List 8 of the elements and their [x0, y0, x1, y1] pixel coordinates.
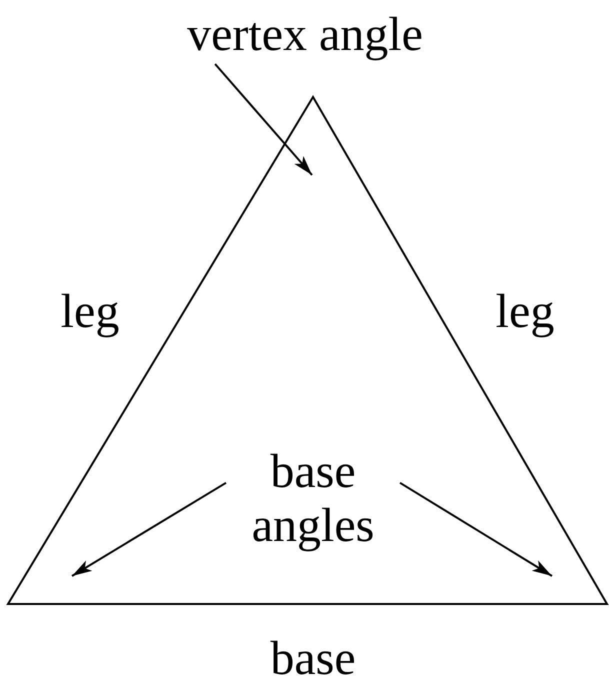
- angle-label: base angles: [226, 445, 400, 553]
- side-label: leg: [60, 285, 120, 339]
- leader-arrow: [399, 482, 553, 577]
- angle-label: vertex angle: [150, 8, 460, 64]
- side-label: base: [269, 632, 357, 686]
- leader-arrow: [214, 63, 313, 176]
- side-label: leg: [494, 285, 556, 339]
- leader-arrow: [71, 482, 227, 577]
